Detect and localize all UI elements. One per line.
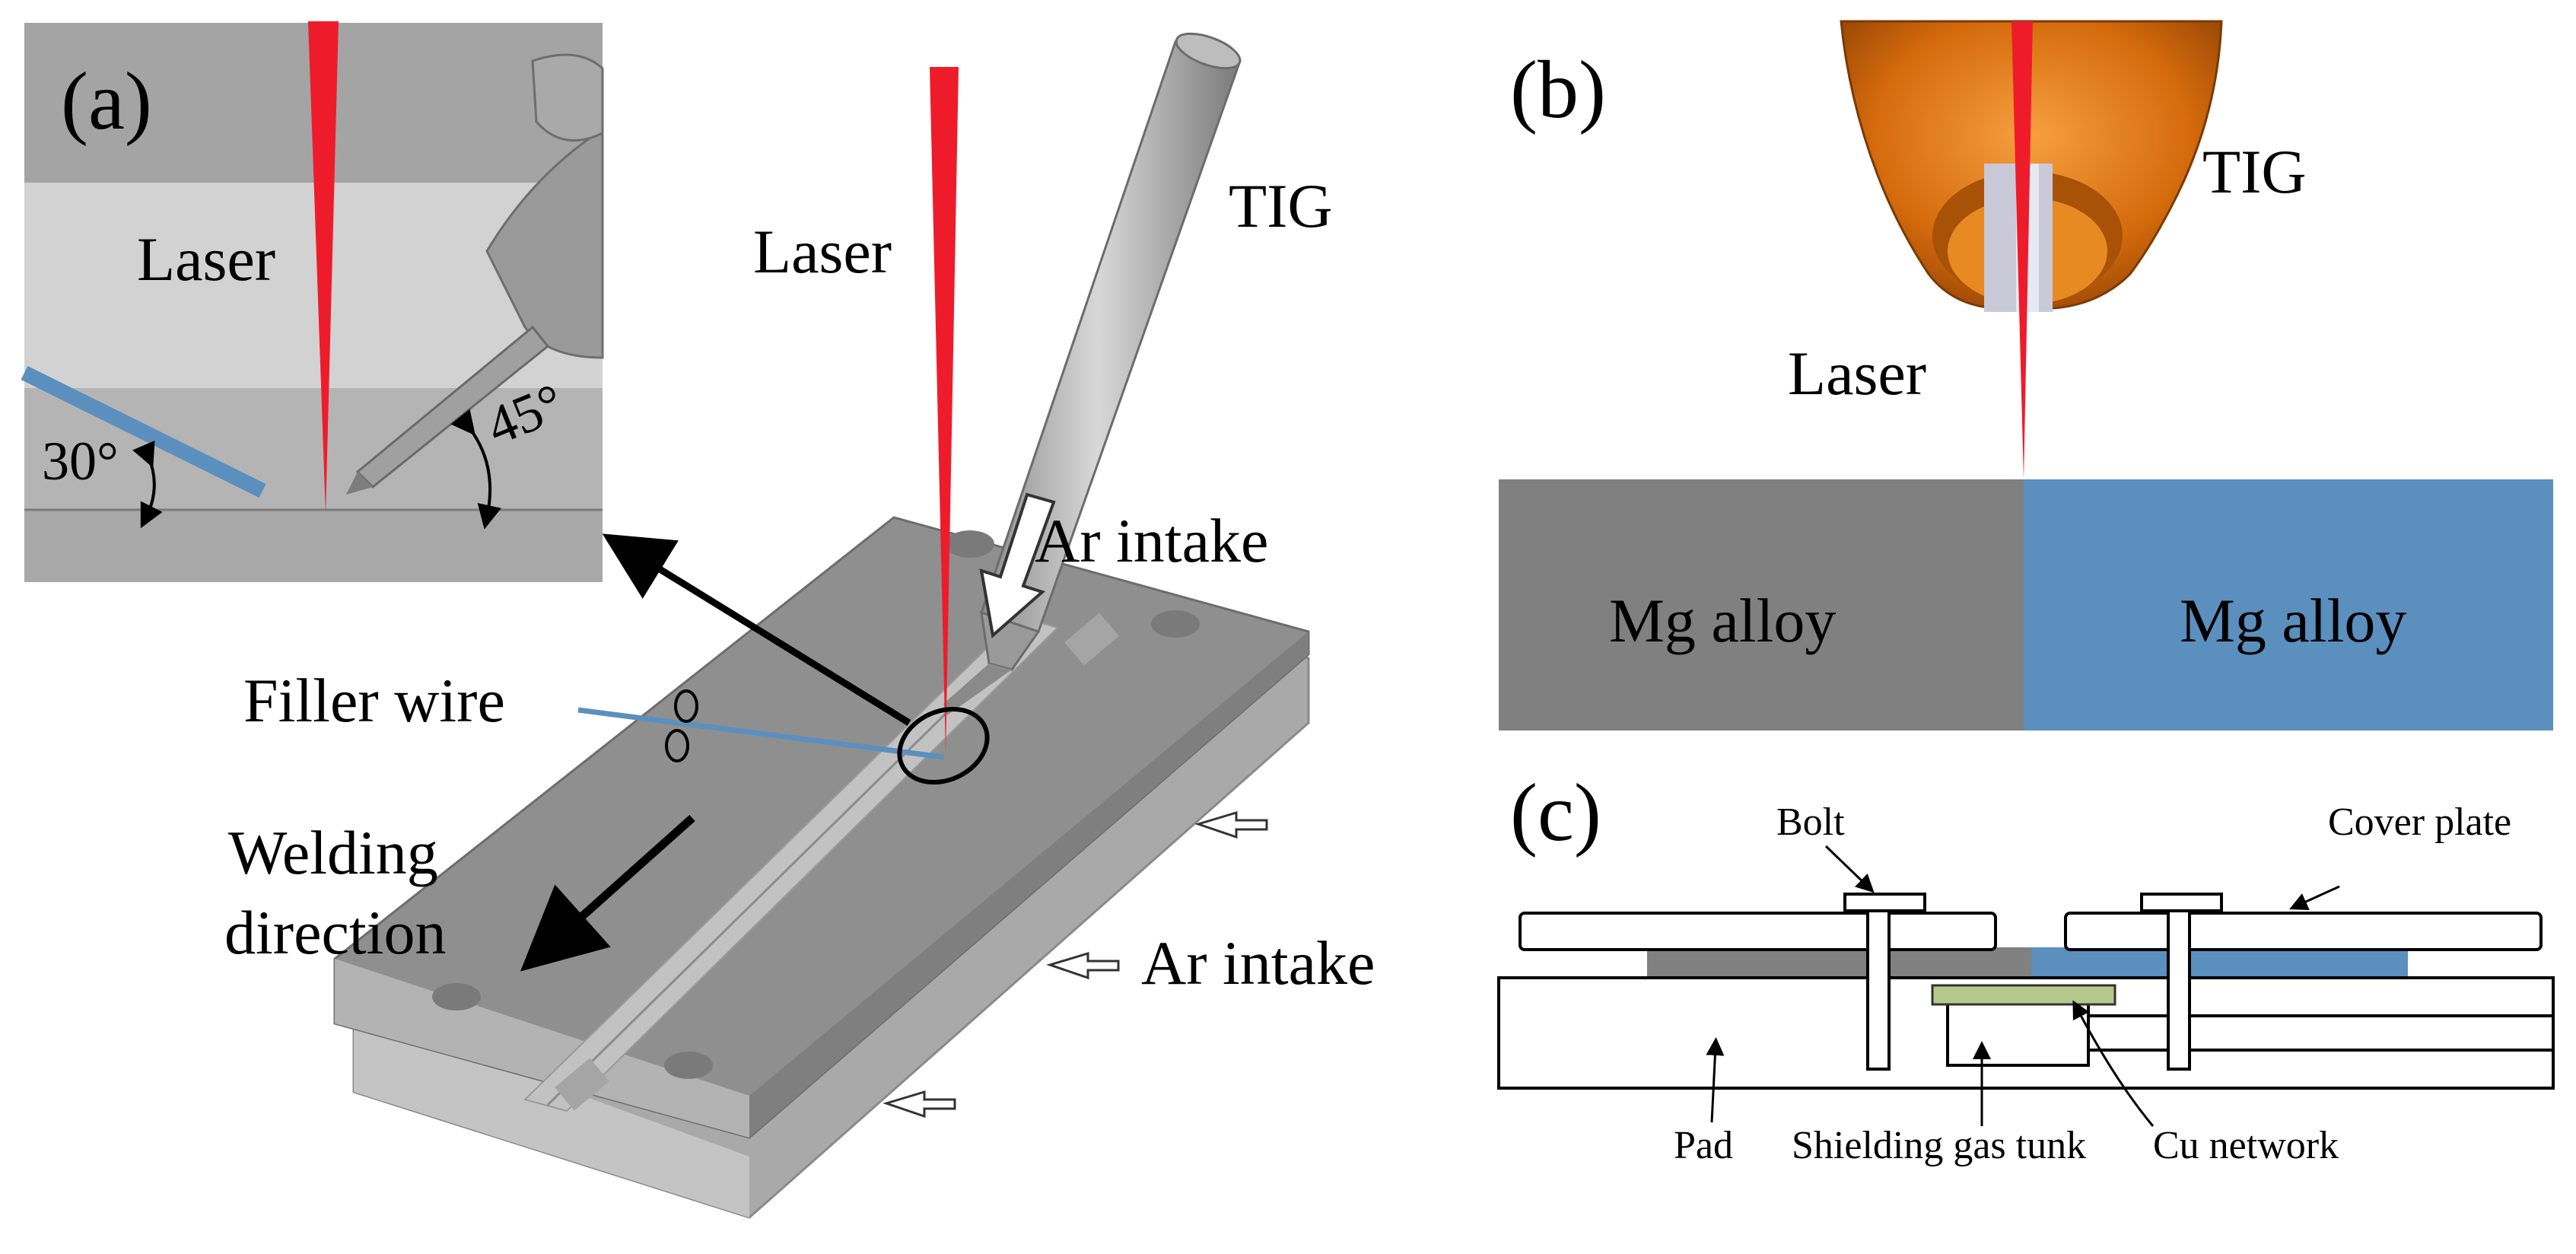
welding-direction-arrow	[520, 814, 695, 972]
cu-network-label: Cu network	[2153, 1124, 2339, 1167]
cover-plate-label: Cover plate	[2328, 800, 2512, 844]
panel-c-graphics	[1497, 845, 2555, 1127]
mg-alloy-right-plate	[2024, 479, 2553, 730]
panel-c-label: (c)	[1510, 768, 1601, 858]
pad-label: Pad	[1674, 1124, 1733, 1167]
ar-intake-torch-arrow	[979, 492, 1056, 638]
mg-alloy-left-label: Mg alloy	[1609, 586, 1837, 655]
panel-b-tig-label: TIG	[2202, 137, 2307, 206]
tig-torch	[943, 32, 1242, 715]
panel-b-laser-beam	[2012, 21, 2033, 479]
inset-filler-wire	[21, 366, 266, 498]
ar-intake-side-arrow-2	[1046, 951, 1120, 980]
mg-alloy-left-plate	[1499, 479, 2024, 730]
panel-a-label: (a)	[61, 56, 152, 147]
inset-laser-label: Laser	[137, 224, 276, 294]
inset-laser-beam	[308, 21, 339, 514]
main-filler-wire	[577, 707, 944, 760]
ar-intake-side-label: Ar intake	[1141, 928, 1375, 998]
weld-zone-circle	[897, 706, 990, 785]
main-laser-label: Laser	[753, 217, 892, 286]
panel-b-label: (b)	[1510, 45, 1606, 135]
panel-b-laser-label: Laser	[1788, 339, 1927, 408]
main-laser-beam	[930, 67, 959, 753]
filler-wire-label: Filler wire	[243, 666, 505, 735]
inset-view	[21, 21, 604, 582]
shielding-gas-tunk-label: Shielding gas tunk	[1792, 1124, 2087, 1167]
angle-30-label: 30°	[42, 431, 119, 492]
ar-intake-side-arrow-1	[1194, 810, 1268, 839]
ar-intake-top-label: Ar intake	[1035, 506, 1269, 575]
inset-pointer-arrow	[602, 533, 911, 726]
bolt-label: Bolt	[1776, 800, 1845, 844]
welding-direction-label-1: Welding	[228, 818, 438, 887]
welding-fixture	[333, 516, 1310, 1219]
welding-direction-label-2: direction	[224, 898, 447, 967]
ar-intake-side-arrow-3	[883, 1090, 956, 1119]
mg-alloy-right-label: Mg alloy	[2180, 586, 2407, 655]
tig-label: TIG	[1229, 171, 1333, 240]
panel-b-graphics	[1499, 20, 2553, 730]
